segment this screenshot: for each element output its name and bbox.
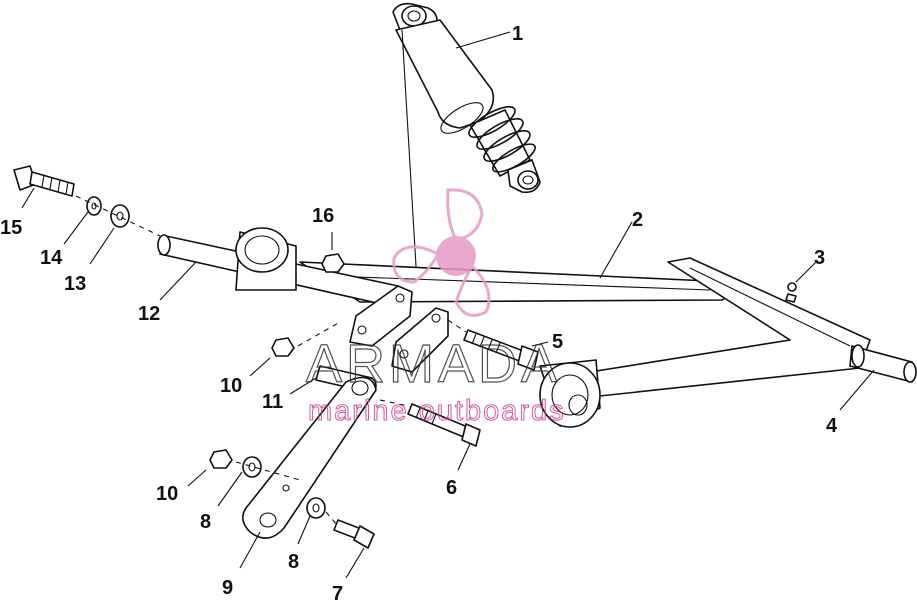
callout-4: 4 xyxy=(826,415,838,437)
watermark: ARMADA marine outboards xyxy=(305,188,566,428)
callout-9: 9 xyxy=(222,577,233,599)
callout-3: 3 xyxy=(814,247,825,269)
nut-16 xyxy=(321,253,345,273)
watermark-title: ARMADA xyxy=(306,334,561,394)
bolt-15 xyxy=(13,165,75,197)
nut-10-lower xyxy=(209,449,233,469)
leader-lines xyxy=(21,31,875,579)
callout-13: 13 xyxy=(64,273,86,295)
washer-8-upper xyxy=(242,456,262,478)
callout-8b: 8 xyxy=(288,551,299,573)
bolt-7 xyxy=(333,519,375,549)
callout-2: 2 xyxy=(632,209,643,231)
pivot-shaft-right xyxy=(849,344,917,383)
right-bushing xyxy=(539,359,601,428)
callout-5: 5 xyxy=(552,331,563,353)
callout-8a: 8 xyxy=(200,511,211,533)
callout-10a: 10 xyxy=(220,375,242,397)
callout-14: 14 xyxy=(40,247,63,269)
callout-1: 1 xyxy=(512,23,523,45)
washer-8-lower xyxy=(306,497,326,519)
callout-7: 7 xyxy=(332,583,343,603)
grease-fitting xyxy=(785,282,797,303)
washer-13 xyxy=(110,204,130,228)
bolt-5 xyxy=(463,329,539,371)
washer-14 xyxy=(86,196,102,216)
callout-15: 15 xyxy=(0,217,22,239)
callout-11: 11 xyxy=(262,391,283,413)
callout-6: 6 xyxy=(446,477,457,499)
propeller-logo xyxy=(392,188,491,317)
bolt-6 xyxy=(407,403,481,447)
assembly-lines xyxy=(75,195,467,527)
callout-10b: 10 xyxy=(156,483,178,505)
callout-12: 12 xyxy=(138,303,160,325)
callouts: 1 2 3 4 5 6 7 8 8 9 10 10 11 12 13 14 15… xyxy=(0,23,838,603)
shock-absorber xyxy=(392,2,541,194)
mount-brackets xyxy=(349,285,449,373)
left-bushing xyxy=(235,227,297,291)
nut-10-upper xyxy=(271,337,295,357)
link-plate xyxy=(242,376,377,539)
callout-16: 16 xyxy=(312,205,334,227)
watermark-subtitle: marine outboards xyxy=(308,395,566,427)
